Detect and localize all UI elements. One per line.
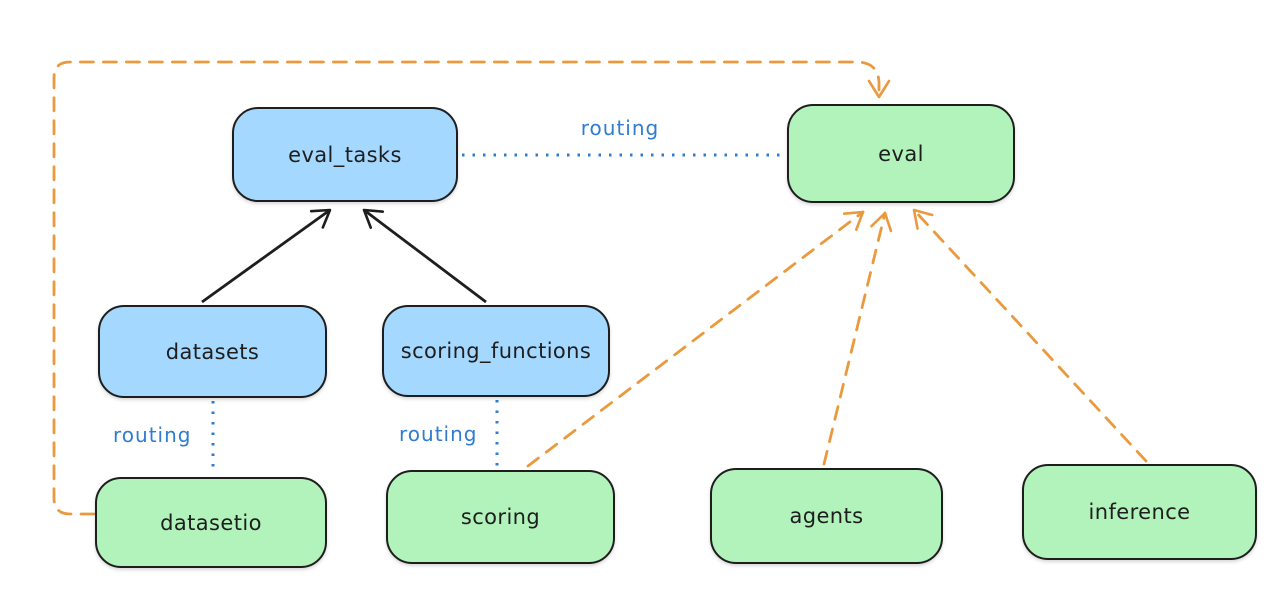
- routing-label-datasets-datasetio: routing: [113, 423, 192, 447]
- node-eval: eval: [787, 104, 1015, 203]
- edge-inference-to-eval: [912, 208, 1148, 463]
- node-eval-tasks-label: eval_tasks: [288, 142, 402, 167]
- routing-label-scoring-functions-scoring: routing: [399, 422, 478, 446]
- node-scoring: scoring: [386, 470, 615, 564]
- node-datasetio: datasetio: [95, 477, 327, 568]
- routing-label-eval-tasks-eval: routing: [580, 116, 660, 140]
- node-datasetio-label: datasetio: [160, 510, 262, 535]
- edge-scoring-functions-to-eval-tasks: [362, 208, 487, 304]
- node-datasets: datasets: [98, 305, 327, 398]
- node-datasets-label: datasets: [165, 339, 260, 364]
- node-scoring-label: scoring: [460, 505, 541, 529]
- node-inference: inference: [1022, 464, 1257, 560]
- node-agents: agents: [710, 468, 943, 564]
- edge-datasets-to-eval-tasks: [201, 208, 332, 304]
- edge-agents-to-eval: [822, 211, 893, 466]
- node-scoring-functions-label: scoring_functions: [400, 339, 592, 363]
- node-inference-label: inference: [1088, 500, 1191, 524]
- node-agents-label: agents: [789, 504, 864, 528]
- node-eval-tasks: eval_tasks: [232, 107, 458, 202]
- node-eval-label: eval: [878, 141, 924, 166]
- node-scoring-functions: scoring_functions: [382, 305, 610, 397]
